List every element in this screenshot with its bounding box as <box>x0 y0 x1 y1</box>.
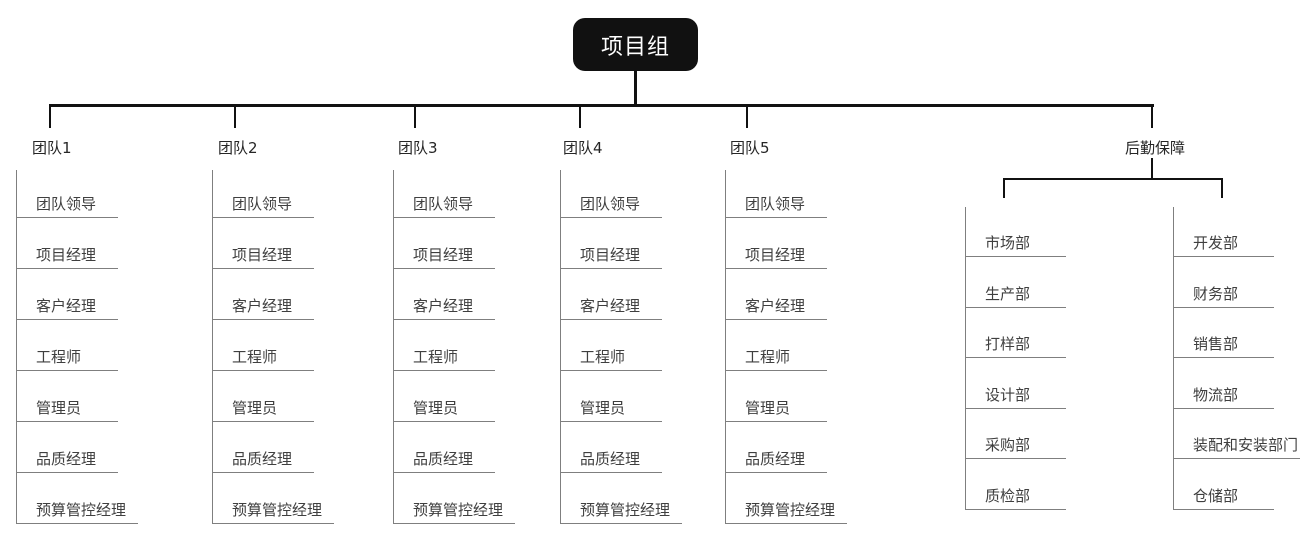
team3-column: 团队领导 项目经理 客户经理 工程师 管理员 品质经理 预算管控经理 <box>393 170 516 524</box>
org-item: 管理员 <box>394 371 495 422</box>
org-item: 装配和安装部门 <box>1174 409 1300 460</box>
org-item: 预算管控经理 <box>17 473 139 524</box>
logistics-label: 后勤保障 <box>1125 139 1186 157</box>
team1-label: 团队1 <box>32 139 72 157</box>
org-item: 管理员 <box>726 371 827 422</box>
org-item: 物流部 <box>1174 358 1274 409</box>
org-item: 工程师 <box>561 320 662 371</box>
team3-label: 团队3 <box>398 139 438 157</box>
org-item: 工程师 <box>17 320 118 371</box>
org-item: 采购部 <box>966 409 1066 460</box>
logistics-bracket-stub-right <box>1221 178 1223 198</box>
org-item: 质检部 <box>966 459 1066 510</box>
org-item: 团队领导 <box>213 170 314 218</box>
org-item: 开发部 <box>1174 207 1274 257</box>
root-node: 项目组 <box>573 18 698 71</box>
org-item: 品质经理 <box>17 422 118 473</box>
branch-stub-team5 <box>746 104 748 128</box>
org-item: 打样部 <box>966 308 1066 359</box>
org-item: 工程师 <box>726 320 827 371</box>
org-item: 销售部 <box>1174 308 1274 359</box>
org-item: 项目经理 <box>561 218 662 269</box>
org-item: 团队领导 <box>17 170 118 218</box>
org-item: 管理员 <box>213 371 314 422</box>
org-item: 客户经理 <box>561 269 662 320</box>
org-item: 客户经理 <box>394 269 495 320</box>
org-item: 设计部 <box>966 358 1066 409</box>
org-item: 品质经理 <box>213 422 314 473</box>
branch-stub-team3 <box>414 104 416 128</box>
org-item: 团队领导 <box>726 170 827 218</box>
branch-line <box>49 104 1154 107</box>
team2-label: 团队2 <box>218 139 258 157</box>
root-connector-line <box>634 71 637 105</box>
branch-stub-team2 <box>234 104 236 128</box>
org-item: 项目经理 <box>394 218 495 269</box>
org-item: 工程师 <box>213 320 314 371</box>
branch-stub-team1 <box>49 104 51 128</box>
org-item: 工程师 <box>394 320 495 371</box>
team1-column: 团队领导 项目经理 客户经理 工程师 管理员 品质经理 预算管控经理 <box>16 170 139 524</box>
org-item: 预算管控经理 <box>394 473 516 524</box>
org-item: 生产部 <box>966 257 1066 308</box>
logistics-right-column: 开发部 财务部 销售部 物流部 装配和安装部门 仓储部 <box>1173 207 1300 510</box>
org-item: 预算管控经理 <box>726 473 848 524</box>
team4-column: 团队领导 项目经理 客户经理 工程师 管理员 品质经理 预算管控经理 <box>560 170 683 524</box>
org-item: 团队领导 <box>561 170 662 218</box>
org-item: 仓储部 <box>1174 459 1274 510</box>
logistics-bracket-line <box>1003 178 1223 180</box>
org-item: 项目经理 <box>17 218 118 269</box>
team2-column: 团队领导 项目经理 客户经理 工程师 管理员 品质经理 预算管控经理 <box>212 170 335 524</box>
org-item: 项目经理 <box>726 218 827 269</box>
org-item: 客户经理 <box>726 269 827 320</box>
org-item: 管理员 <box>561 371 662 422</box>
org-item: 预算管控经理 <box>213 473 335 524</box>
org-item: 品质经理 <box>394 422 495 473</box>
org-item: 客户经理 <box>17 269 118 320</box>
logistics-connector-line <box>1151 158 1153 179</box>
org-item: 团队领导 <box>394 170 495 218</box>
team4-label: 团队4 <box>563 139 603 157</box>
org-item: 管理员 <box>17 371 118 422</box>
team5-column: 团队领导 项目经理 客户经理 工程师 管理员 品质经理 预算管控经理 <box>725 170 848 524</box>
org-item: 客户经理 <box>213 269 314 320</box>
org-item: 品质经理 <box>726 422 827 473</box>
org-item: 市场部 <box>966 207 1066 257</box>
org-item: 品质经理 <box>561 422 662 473</box>
org-item: 财务部 <box>1174 257 1274 308</box>
logistics-left-column: 市场部 生产部 打样部 设计部 采购部 质检部 <box>965 207 1066 510</box>
branch-stub-team4 <box>579 104 581 128</box>
org-item: 预算管控经理 <box>561 473 683 524</box>
branch-stub-logistics <box>1151 104 1153 128</box>
logistics-bracket-stub-left <box>1003 178 1005 198</box>
org-item: 项目经理 <box>213 218 314 269</box>
team5-label: 团队5 <box>730 139 770 157</box>
